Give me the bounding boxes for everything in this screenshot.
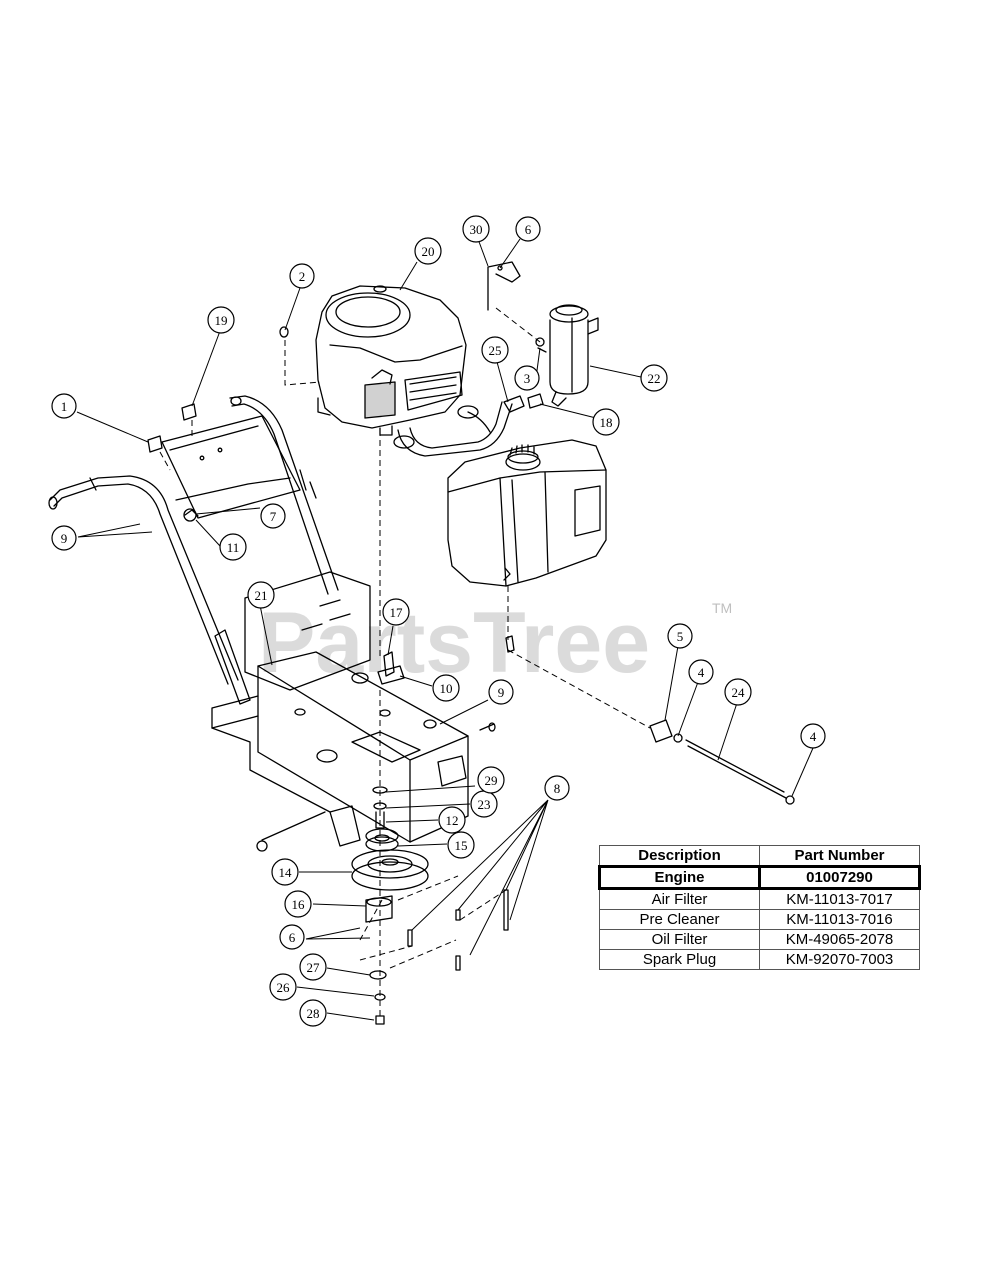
row-description: Air Filter: [599, 888, 760, 910]
assembly-lines: [159, 307, 651, 1020]
svg-text:25: 25: [489, 343, 502, 358]
engine-drawing: [315, 285, 467, 436]
callouts: 1 2 3 4 4 5 6 6 7 8 9 9 10 11 12 14 15 1…: [51, 215, 826, 1027]
callout-17[interactable]: 17: [382, 598, 410, 626]
callout-25[interactable]: 25: [481, 336, 509, 364]
table-row-air-filter[interactable]: Air Filter KM-11013-7017: [599, 888, 920, 910]
header-description: Description: [599, 845, 760, 867]
svg-text:9: 9: [498, 685, 505, 700]
callout-9-right[interactable]: 9: [488, 679, 514, 705]
air-filter-drawing: [537, 304, 599, 407]
callout-9-left[interactable]: 9: [51, 525, 77, 551]
callout-20[interactable]: 20: [414, 237, 442, 265]
callout-3[interactable]: 3: [514, 365, 540, 391]
callout-22[interactable]: 22: [640, 364, 668, 392]
svg-text:21: 21: [255, 588, 268, 603]
svg-text:6: 6: [525, 222, 532, 237]
table-row-spark-plug[interactable]: Spark Plug KM-92070-7003: [599, 949, 920, 970]
callout-21[interactable]: 21: [247, 581, 275, 609]
callout-7[interactable]: 7: [260, 503, 286, 529]
bracket-drawing: [487, 261, 521, 311]
callout-10[interactable]: 10: [432, 674, 460, 702]
callout-14[interactable]: 14: [271, 858, 299, 886]
leader-lines: [76, 238, 814, 1021]
callout-1[interactable]: 1: [51, 393, 77, 419]
fuel-tank-drawing: [447, 439, 607, 587]
row-description: Pre Cleaner: [599, 909, 760, 930]
svg-text:6: 6: [289, 930, 296, 945]
table-row-oil-filter[interactable]: Oil Filter KM-49065-2078: [599, 929, 920, 950]
callout-4-lower[interactable]: 4: [800, 723, 826, 749]
callout-12[interactable]: 12: [438, 806, 466, 834]
callout-28[interactable]: 28: [299, 999, 327, 1027]
callout-16[interactable]: 16: [284, 890, 312, 918]
callout-15[interactable]: 15: [447, 831, 475, 859]
watermark-text: PartsTree: [258, 595, 650, 691]
svg-text:28: 28: [307, 1006, 320, 1021]
callout-23[interactable]: 23: [470, 790, 498, 818]
row-part-number[interactable]: KM-92070-7003: [759, 949, 920, 970]
handle-frame-drawing: [48, 395, 339, 705]
svg-text:22: 22: [648, 371, 661, 386]
svg-text:4: 4: [810, 729, 817, 744]
svg-text:8: 8: [554, 781, 561, 796]
svg-text:16: 16: [292, 897, 306, 912]
callout-18[interactable]: 18: [592, 408, 620, 436]
row-description: Engine: [598, 865, 761, 890]
svg-text:11: 11: [227, 540, 240, 555]
row-part-number[interactable]: 01007290: [758, 865, 921, 890]
svg-text:5: 5: [677, 629, 684, 644]
svg-text:4: 4: [698, 665, 705, 680]
callout-26[interactable]: 26: [269, 973, 297, 1001]
callout-5[interactable]: 5: [667, 623, 693, 649]
table-header-row: Description Part Number: [599, 845, 920, 867]
table-row-pre-cleaner[interactable]: Pre Cleaner KM-11013-7016: [599, 909, 920, 930]
row-description: Oil Filter: [599, 929, 760, 950]
callout-24[interactable]: 24: [724, 678, 752, 706]
small-fasteners-drawing: [147, 326, 545, 685]
callout-6-top[interactable]: 6: [515, 216, 541, 242]
svg-text:20: 20: [422, 244, 435, 259]
parts-table: Description Part Number Engine 01007290 …: [598, 845, 921, 970]
row-description: Spark Plug: [599, 949, 760, 970]
deck-plate-drawing: [211, 571, 496, 852]
svg-text:14: 14: [279, 865, 293, 880]
svg-text:29: 29: [485, 773, 498, 788]
svg-text:27: 27: [307, 960, 321, 975]
fuel-line-parts-drawing: [505, 635, 795, 805]
row-part-number[interactable]: KM-11013-7017: [759, 888, 920, 910]
intake-tube-drawing: [393, 393, 544, 457]
svg-text:26: 26: [277, 980, 291, 995]
row-part-number[interactable]: KM-11013-7016: [759, 909, 920, 930]
svg-text:18: 18: [600, 415, 613, 430]
svg-text:3: 3: [524, 371, 531, 386]
callout-8[interactable]: 8: [544, 775, 570, 801]
svg-text:2: 2: [299, 269, 306, 284]
svg-text:12: 12: [446, 813, 459, 828]
row-part-number[interactable]: KM-49065-2078: [759, 929, 920, 950]
svg-text:15: 15: [455, 838, 468, 853]
svg-text:7: 7: [270, 509, 277, 524]
svg-text:23: 23: [478, 797, 491, 812]
header-part-number: Part Number: [759, 845, 920, 867]
callout-30[interactable]: 30: [462, 215, 490, 243]
callout-4-upper[interactable]: 4: [688, 659, 714, 685]
svg-text:24: 24: [732, 685, 746, 700]
callout-19[interactable]: 19: [207, 306, 235, 334]
svg-text:17: 17: [390, 605, 404, 620]
callout-27[interactable]: 27: [299, 953, 327, 981]
svg-text:9: 9: [61, 531, 68, 546]
callout-29[interactable]: 29: [477, 766, 505, 794]
svg-text:30: 30: [470, 222, 483, 237]
watermark-trademark: TM: [712, 600, 732, 616]
bolts-drawing: [407, 889, 509, 971]
callout-2[interactable]: 2: [289, 263, 315, 289]
svg-text:1: 1: [61, 399, 68, 414]
svg-text:10: 10: [440, 681, 453, 696]
callout-11[interactable]: 11: [219, 533, 247, 561]
svg-text:19: 19: [215, 313, 228, 328]
table-row-engine[interactable]: Engine 01007290: [598, 865, 921, 890]
callout-6-bottom[interactable]: 6: [279, 924, 305, 950]
